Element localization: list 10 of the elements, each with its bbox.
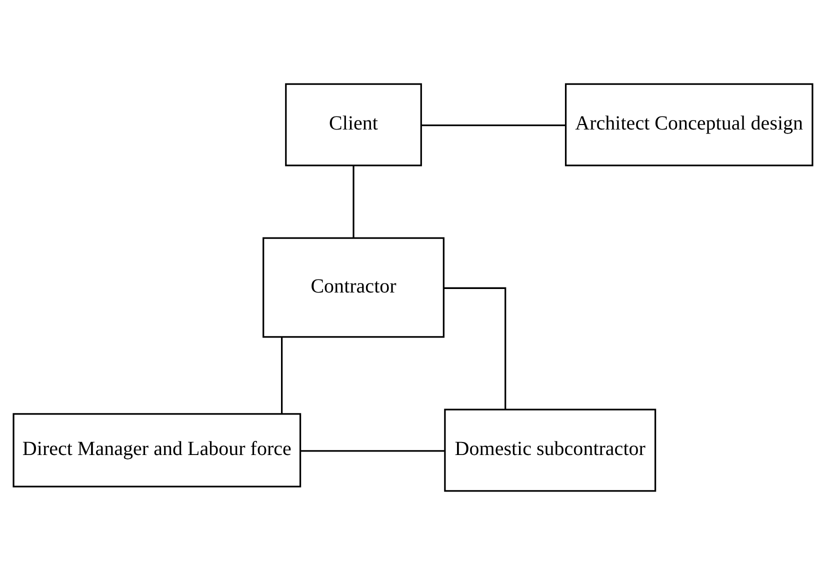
connector <box>444 287 506 410</box>
connector <box>352 166 354 238</box>
node-box: Direct Manager and Labour force <box>12 413 302 488</box>
node-box: Domestic subcontractor <box>444 408 656 492</box>
connector <box>281 337 283 414</box>
node-box: Client <box>285 83 422 166</box>
connector <box>300 450 444 452</box>
connector <box>421 124 566 126</box>
node-box: Contractor <box>262 237 444 338</box>
node-box: Architect Conceptual design <box>564 83 814 166</box>
